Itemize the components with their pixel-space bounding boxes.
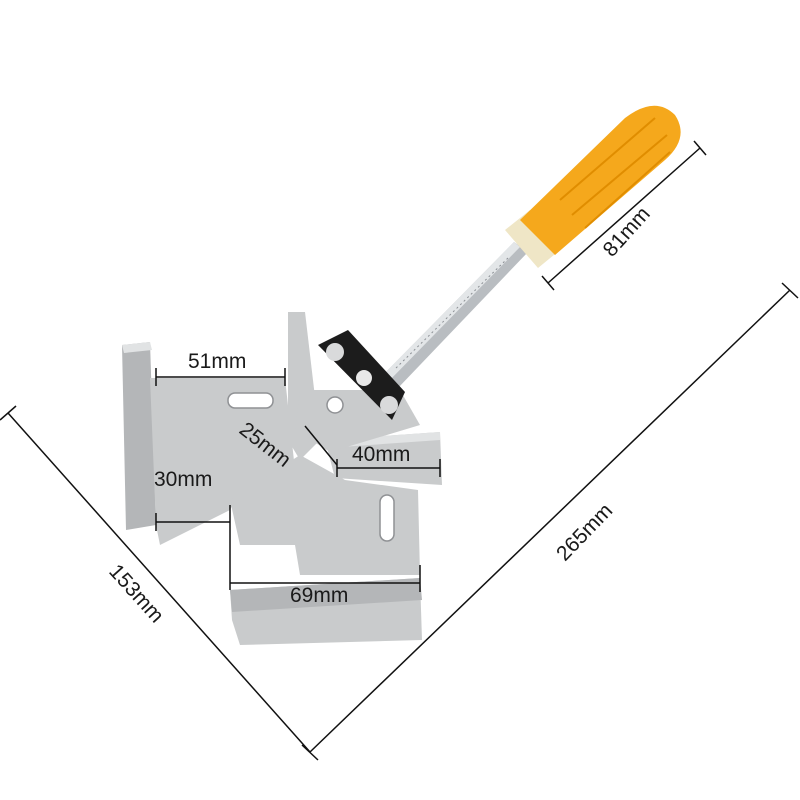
screw-rod xyxy=(380,242,528,388)
dimension-lines xyxy=(0,140,799,761)
handle xyxy=(505,105,681,268)
dim-label-69: 69mm xyxy=(290,584,348,607)
screw-icon xyxy=(326,343,344,361)
dim-label-30: 30mm xyxy=(154,468,212,491)
dim-label-81: 81mm xyxy=(599,203,655,262)
mounting-slot xyxy=(227,392,274,409)
mounting-slot xyxy=(379,494,395,542)
dim-label-153: 153mm xyxy=(104,560,168,627)
dim-label-40: 40mm xyxy=(352,443,410,466)
pivot-hole xyxy=(326,396,344,414)
clamp-plate xyxy=(318,330,405,420)
dim-label-51: 51mm xyxy=(188,350,246,373)
screw-icon xyxy=(380,396,398,414)
